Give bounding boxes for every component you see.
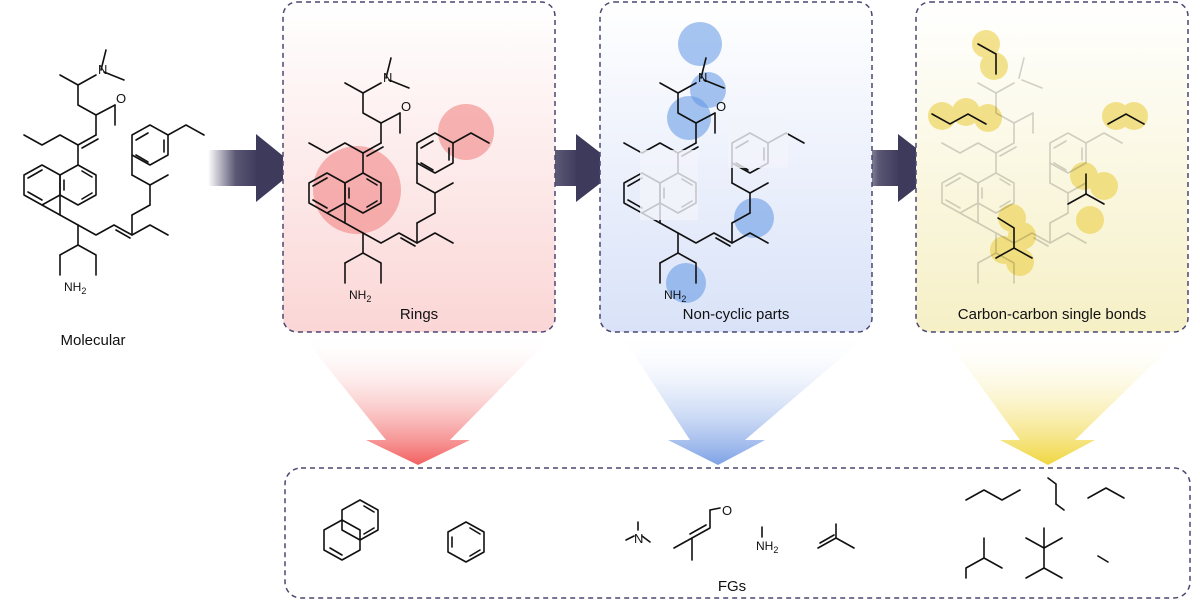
ccbond-lines (931, 43, 1145, 259)
amine-highlight (678, 22, 722, 66)
fg-atom-n: N (634, 531, 643, 546)
atom-o: O (401, 99, 411, 114)
fg-dimethylamine (625, 521, 651, 543)
naphthalene-highlight (313, 146, 401, 234)
atom-n: N (98, 62, 107, 77)
atom-nh2: NH2 (64, 280, 86, 296)
funnel-rings (300, 333, 555, 465)
label-molecular: Molecular (60, 332, 125, 349)
panel-rings: N O NH2 Rings (282, 1, 556, 333)
label-noncyclic: Non-cyclic parts (683, 306, 790, 323)
fg-atom-o: O (722, 503, 732, 518)
atom-n: N (698, 70, 707, 85)
label-ccbonds: Carbon-carbon single bonds (958, 306, 1146, 323)
atom-nh2: NH2 (664, 288, 686, 304)
alkene2-highlight (734, 198, 774, 238)
atom-o: O (116, 91, 126, 106)
fg-alkene (817, 523, 855, 549)
fg-benzene (447, 521, 485, 563)
fg-enone (673, 507, 721, 561)
label-rings: Rings (400, 306, 438, 323)
atom-o: O (716, 99, 726, 114)
benzene-highlight (438, 104, 494, 160)
atom-nh2: NH2 (349, 288, 371, 304)
atom-n: N (383, 70, 392, 85)
molecule-full: N O NH2 (23, 49, 205, 296)
label-fgs: FGs (718, 578, 746, 595)
fg-naphthalene (323, 499, 379, 561)
arrow-to-rings (208, 134, 298, 202)
panel-ccbonds: Carbon-carbon single bonds (915, 1, 1189, 333)
fg-alkanes (965, 477, 1125, 579)
fg-atom-nh2: NH2 (756, 539, 778, 555)
funnel-noncyclic (620, 333, 870, 465)
panel-noncyclic: N O NH2 Non-cyclic parts (599, 1, 873, 333)
funnel-ccbonds (942, 333, 1185, 465)
panel-fgs: N O NH2 FGs (284, 467, 1191, 599)
